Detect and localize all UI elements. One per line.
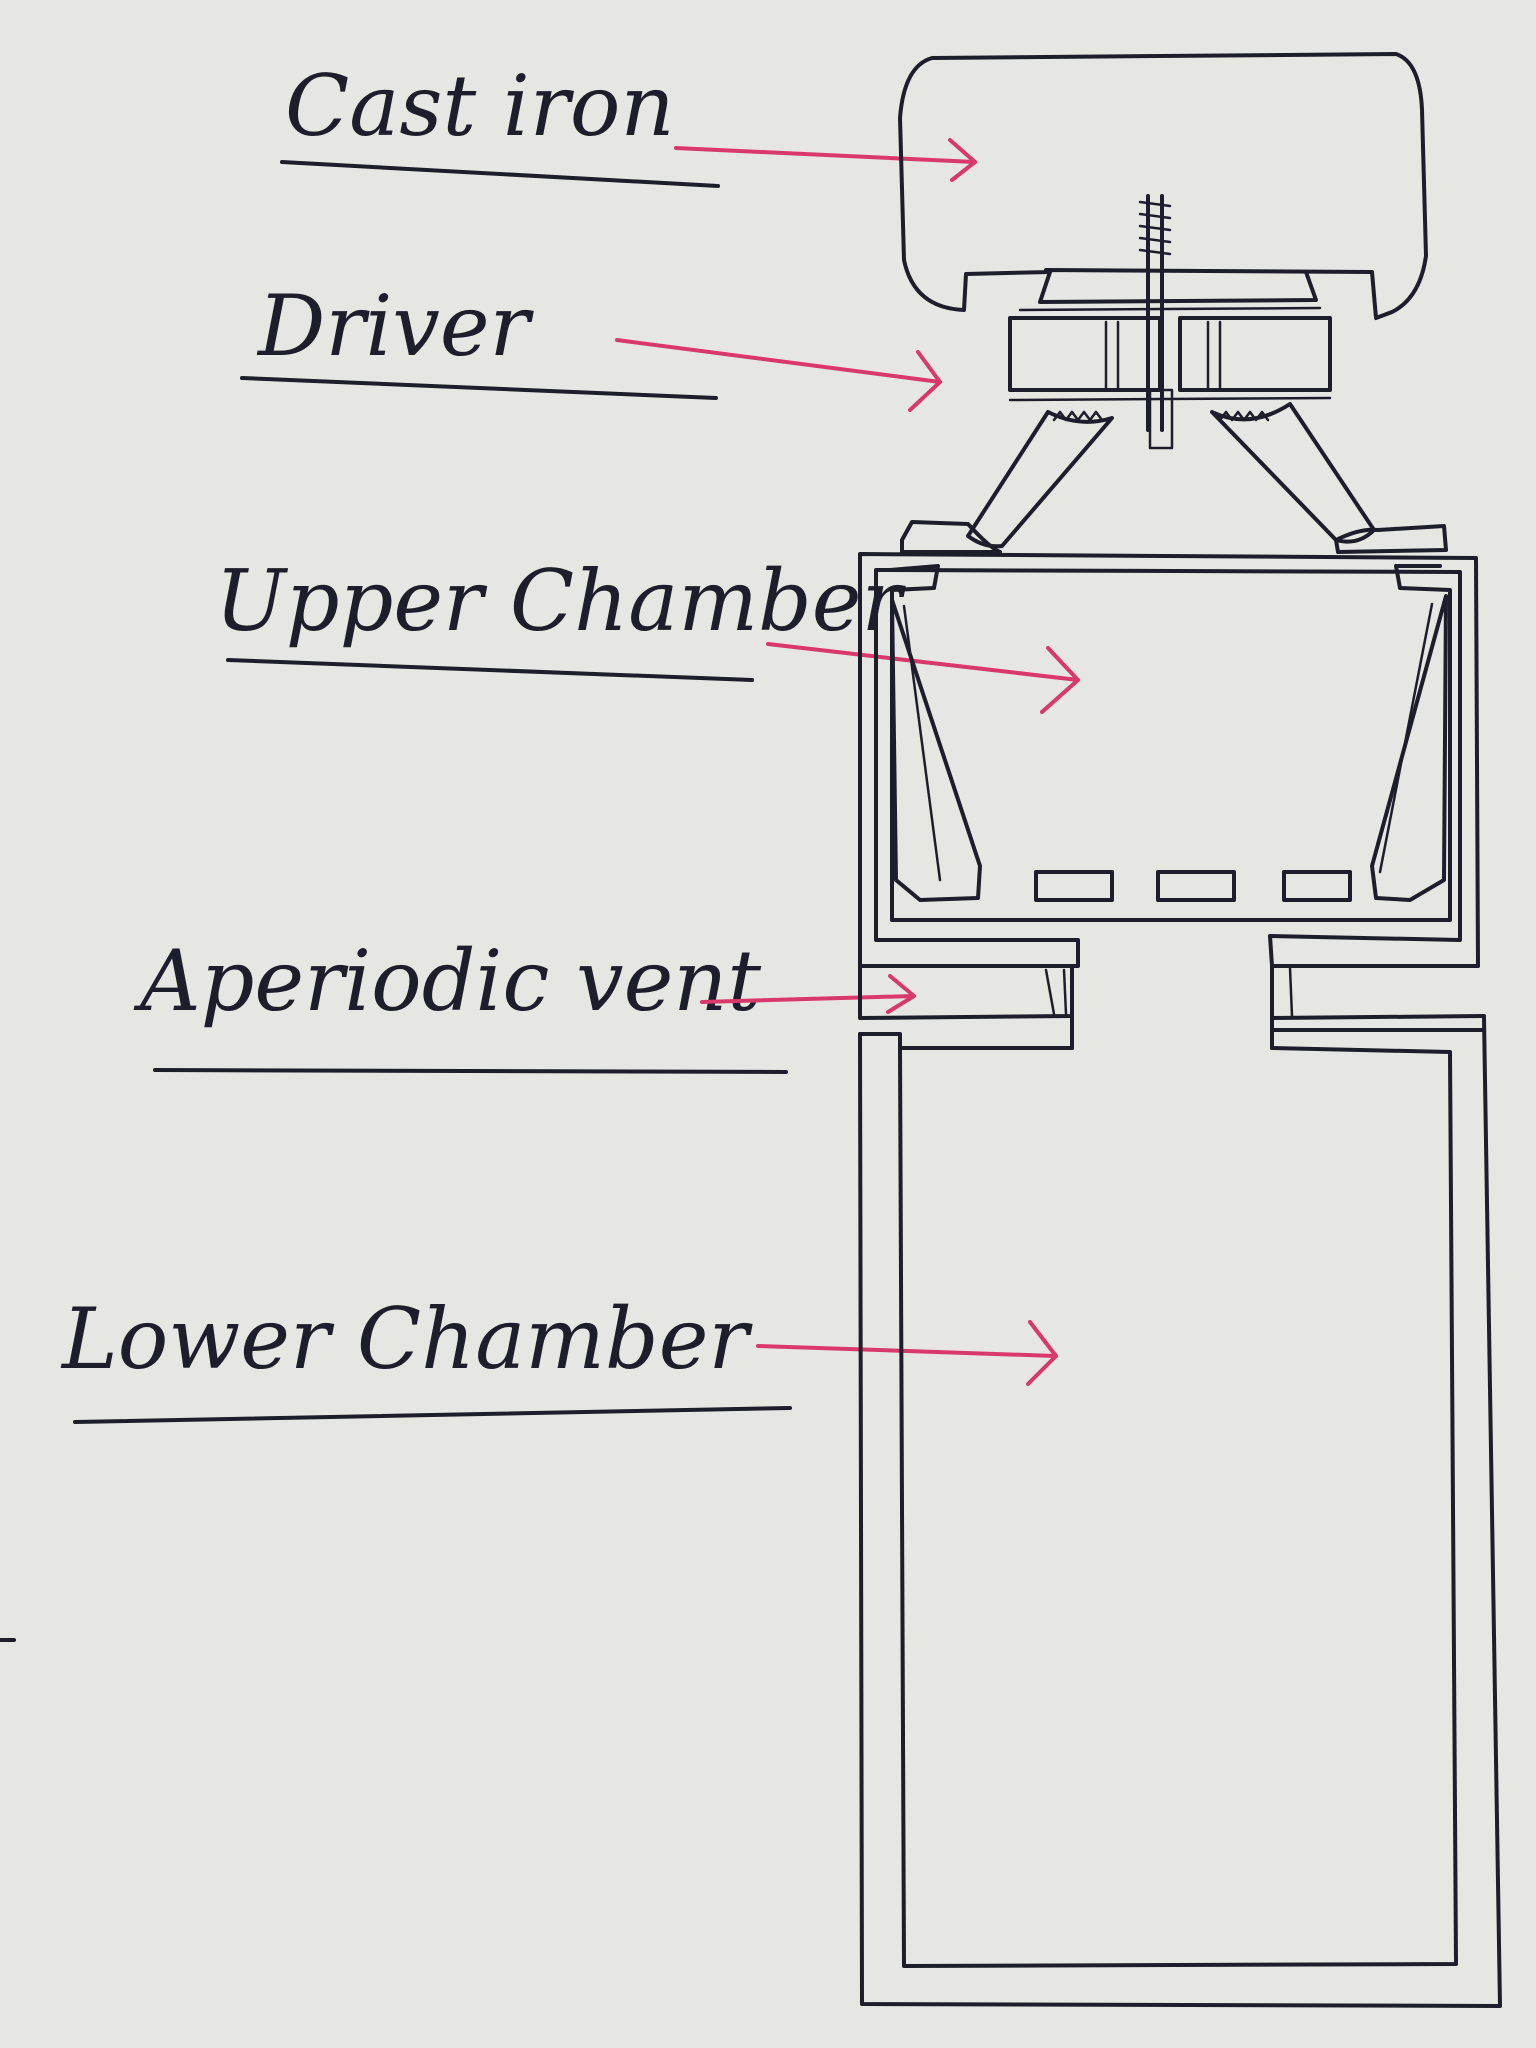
lower-chamber [858,1016,1502,2008]
label-driver: Driver [240,277,718,400]
rod-thread-marks [1138,200,1172,256]
arrow-lower-chamber [756,1320,1058,1386]
lower-chamber-outer-wall [858,1016,1502,2008]
upper-chamber [858,552,1480,968]
label-cast-iron-text: Cast iron [285,57,675,155]
arrow-upper-chamber [766,642,1080,714]
label-lower-chamber-underline [73,1406,792,1424]
driver-pole-piece [1148,388,1174,450]
arrow-cast-iron-head [948,138,977,182]
arrow-cast-iron-shaft [674,146,977,164]
driver-foot-left [900,520,1002,554]
label-cast-iron: Cast iron [280,57,720,188]
port-slot-3 [1282,870,1352,902]
label-aperiodic-vent-underline [153,1068,788,1074]
driver-magnet-right [1178,316,1332,392]
arrow-aperiodic-vent-head [886,974,916,1014]
arrow-upper-chamber-head [1040,646,1080,714]
arrow-aperiodic-vent-shaft [700,994,916,1004]
driver-foot-right [1334,524,1448,554]
driver-surround-right [1218,410,1270,422]
label-upper-chamber: Upper Chamber [215,552,906,682]
driver-top-plate [1038,270,1318,304]
driver-cone-left [966,410,1114,549]
driver-magnet-left [1008,316,1162,392]
upper-chamber-panel-left [890,598,982,902]
driver-cone-right [1210,402,1376,544]
label-aperiodic-vent-text: Aperiodic vent [133,932,761,1030]
vent-left-damping [1044,968,1068,1016]
vent-right-duct [1270,964,1486,1020]
arrow-aperiodic-vent [700,974,916,1014]
port-slot-1 [1034,870,1114,902]
arrow-upper-chamber-shaft [766,642,1080,682]
label-upper-chamber-underline [226,658,754,682]
vent-right-damping [1288,966,1294,1018]
lower-chamber-top-left [858,1032,1074,1050]
cast-iron-weight [898,52,1428,432]
label-upper-chamber-text: Upper Chamber [215,552,906,650]
label-driver-underline [240,376,718,400]
arrow-driver [615,338,942,412]
driver-unit [900,270,1448,554]
arrow-cast-iron [674,138,977,182]
upper-chamber-panel-right-line [1378,602,1434,874]
upper-chamber-inner-wall [888,564,1452,922]
arrow-driver-shaft [615,338,942,384]
label-cast-iron-underline [280,160,720,188]
upper-chamber-panel-left-line [902,604,942,882]
lower-chamber-inner-wall [898,1046,1458,1968]
label-lower-chamber-text: Lower Chamber [60,1290,753,1388]
arrow-lower-chamber-head [1026,1320,1058,1386]
port-slot-2 [1156,870,1236,902]
driver-surround-left [1052,410,1104,422]
arrow-lower-chamber-shaft [756,1344,1058,1358]
label-aperiodic-vent: Aperiodic vent [133,932,788,1074]
upper-chamber-outer-wall [858,552,1480,968]
label-lower-chamber: Lower Chamber [60,1290,792,1424]
cast-iron-outline [898,52,1428,320]
label-driver-text: Driver [256,277,535,375]
driver-magnet-detail [1008,306,1332,402]
upper-chamber-panel-right [1370,594,1448,902]
lower-chamber-top-right [1270,1028,1486,1050]
arrow-driver-head [908,350,942,412]
aperiodic-vent [858,964,1486,1050]
